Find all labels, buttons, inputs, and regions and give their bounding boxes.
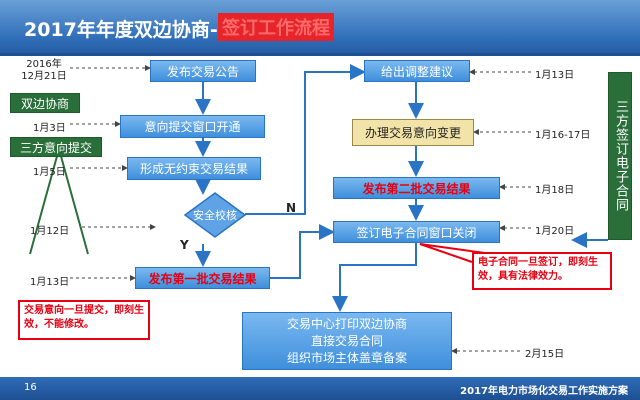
date-label: 2月15日: [525, 349, 565, 360]
final-filing-line: 组织市场主体盖章备案: [286, 350, 407, 365]
branch-no-label: N: [286, 201, 297, 215]
left-note-callout: 交易意向一旦提交，即刻生效，不能修改。: [18, 300, 150, 340]
date-label: 1月3日: [33, 123, 66, 134]
page-title: 2017年年度双边协商-: [24, 19, 218, 41]
footer-bar: 16 2017年电力市场化交易工作实施方案: [0, 377, 640, 400]
second-batch-result-box: 发布第二批交易结果: [333, 177, 500, 199]
contract-window-close-box: 签订电子合同窗口关闭: [333, 221, 500, 243]
security-check-label: 安全校核: [193, 208, 237, 222]
right-note-callout: 电子合同一旦签订，即刻生效，具有法律效力。: [472, 252, 612, 290]
date-label: 1月5日: [33, 167, 66, 178]
date-label: 1月18日: [535, 185, 575, 196]
first-batch-result-box: 发布第一批交易结果: [135, 267, 270, 289]
final-filing-line: 交易中心打印双边协商: [286, 316, 407, 331]
bilateral-negotiation-label: 双边协商: [10, 93, 80, 113]
tripartite-submit-label: 三方意向提交: [10, 137, 102, 157]
final-filing-box: 交易中心打印双边协商 直接交易合同 组织市场主体盖章备案: [242, 312, 452, 370]
date-label: 1月16-17日: [535, 130, 591, 141]
date-label: 1月20日: [535, 226, 575, 237]
publish-announcement-box: 发布交易公告: [150, 60, 256, 82]
date-label: 1月13日: [535, 70, 575, 81]
change-intent-box: 办理交易意向变更: [352, 119, 474, 146]
date-label: 2016年 12月21日: [21, 59, 67, 82]
decision-diamond: [183, 192, 247, 238]
adjust-advice-box: 给出调整建议: [364, 60, 470, 82]
date-label: 1月13日: [30, 277, 70, 288]
page-title-highlight: 签订工作流程: [218, 13, 334, 41]
date-label: 1月12日: [30, 226, 70, 237]
page-number: 16: [24, 382, 37, 393]
branch-yes-label: Y: [180, 238, 189, 252]
form-result-box: 形成无约束交易结果: [127, 157, 261, 180]
window-open-box: 意向提交窗口开通: [120, 115, 265, 138]
footer-title: 2017年电力市场化交易工作实施方案: [460, 386, 628, 397]
final-filing-line: 直接交易合同: [310, 333, 383, 348]
header-divider: [0, 53, 640, 56]
tripartite-sign-label: 三方签订电子合同: [608, 72, 632, 240]
